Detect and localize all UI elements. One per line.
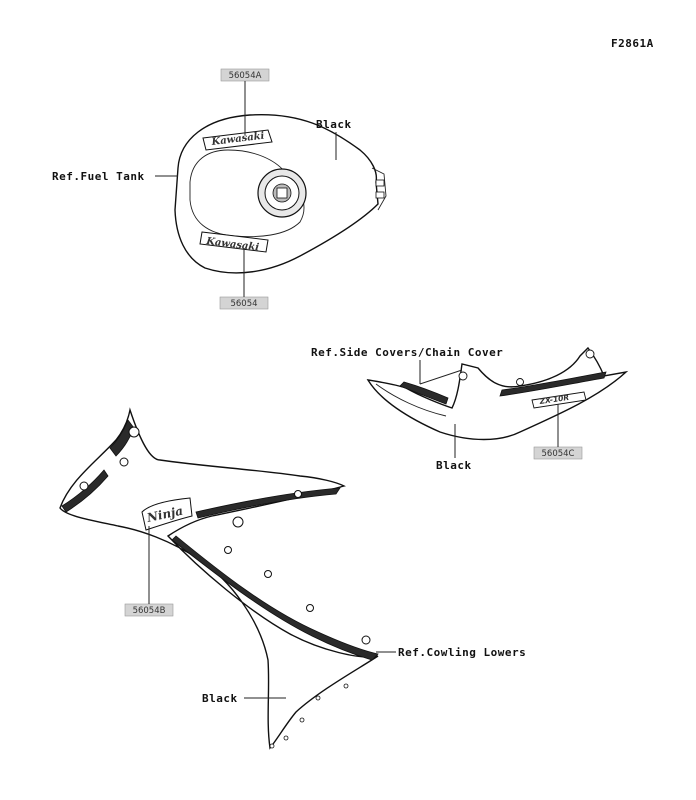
part-number-side-cover: 56054C [542,449,575,459]
cowling-drawing: Ninja [59,407,379,750]
label-side-cover-color: Black [436,459,472,472]
cowling-decal: Ninja [141,497,193,531]
side-cover-drawing: ZX-10R [366,346,629,441]
label-tank-color: Black [316,118,352,131]
part-number-tank-top: 56054A [229,71,262,81]
label-cowling-lowers: Ref.Cowling Lowers [398,646,526,659]
part-number-tank-side: 56054 [230,299,257,309]
figure-code: F2861A [611,37,654,50]
tank-top-decal: Kawasaki [202,129,273,151]
leader-line [419,369,463,385]
part-number-cowling: 56054B [133,606,166,616]
side-cover-decal: ZX-10R [531,391,587,409]
label-side-covers: Ref.Side Covers/Chain Cover [311,346,503,359]
side-cover-model-text: ZX-10R [538,393,570,406]
fuel-tank-drawing: Kawasaki Kawasaki [174,113,387,274]
label-fuel-tank: Ref.Fuel Tank [52,170,145,183]
label-cowling-color: Black [202,692,238,705]
